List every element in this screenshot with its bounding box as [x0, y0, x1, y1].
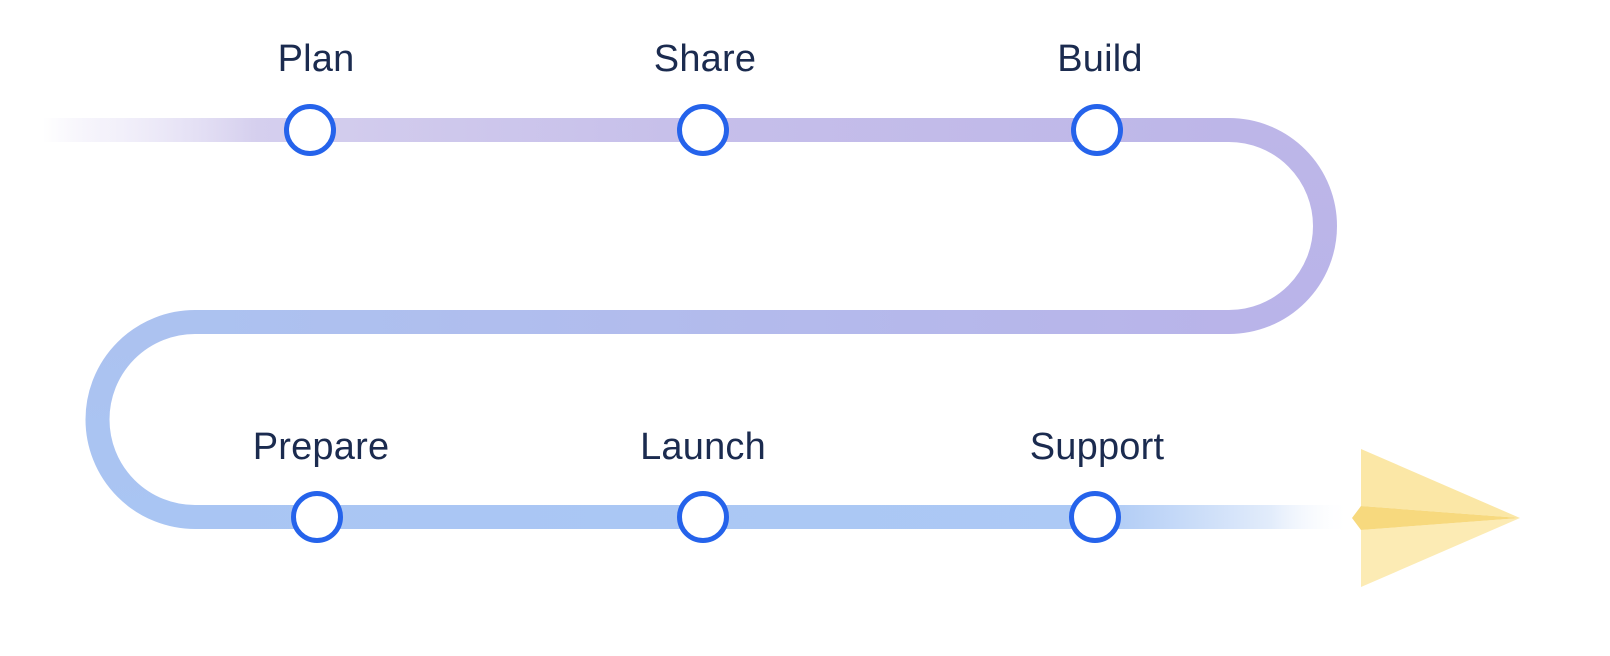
- milestone-label-support: Support: [1029, 426, 1165, 468]
- milestone-label-share: Share: [653, 38, 757, 80]
- milestone-marker-prepare: [291, 491, 343, 543]
- paper-plane-fold: [1352, 506, 1520, 530]
- milestone-label-build: Build: [1057, 38, 1143, 80]
- milestone-marker-build: [1071, 104, 1123, 156]
- paper-plane-bottom-wing: [1361, 518, 1520, 587]
- paper-plane-icon: [1352, 449, 1520, 587]
- milestone-label-launch: Launch: [640, 426, 766, 468]
- paper-plane-top-wing: [1361, 449, 1520, 518]
- path-segment-right-uturn: [1228, 118, 1337, 334]
- milestone-marker-support: [1069, 491, 1121, 543]
- milestone-marker-share: [677, 104, 729, 156]
- milestone-label-prepare: Prepare: [252, 426, 390, 468]
- milestone-marker-launch: [677, 491, 729, 543]
- path-segment-left-uturn: [85, 310, 196, 529]
- milestone-marker-plan: [284, 104, 336, 156]
- milestone-label-plan: Plan: [277, 38, 355, 80]
